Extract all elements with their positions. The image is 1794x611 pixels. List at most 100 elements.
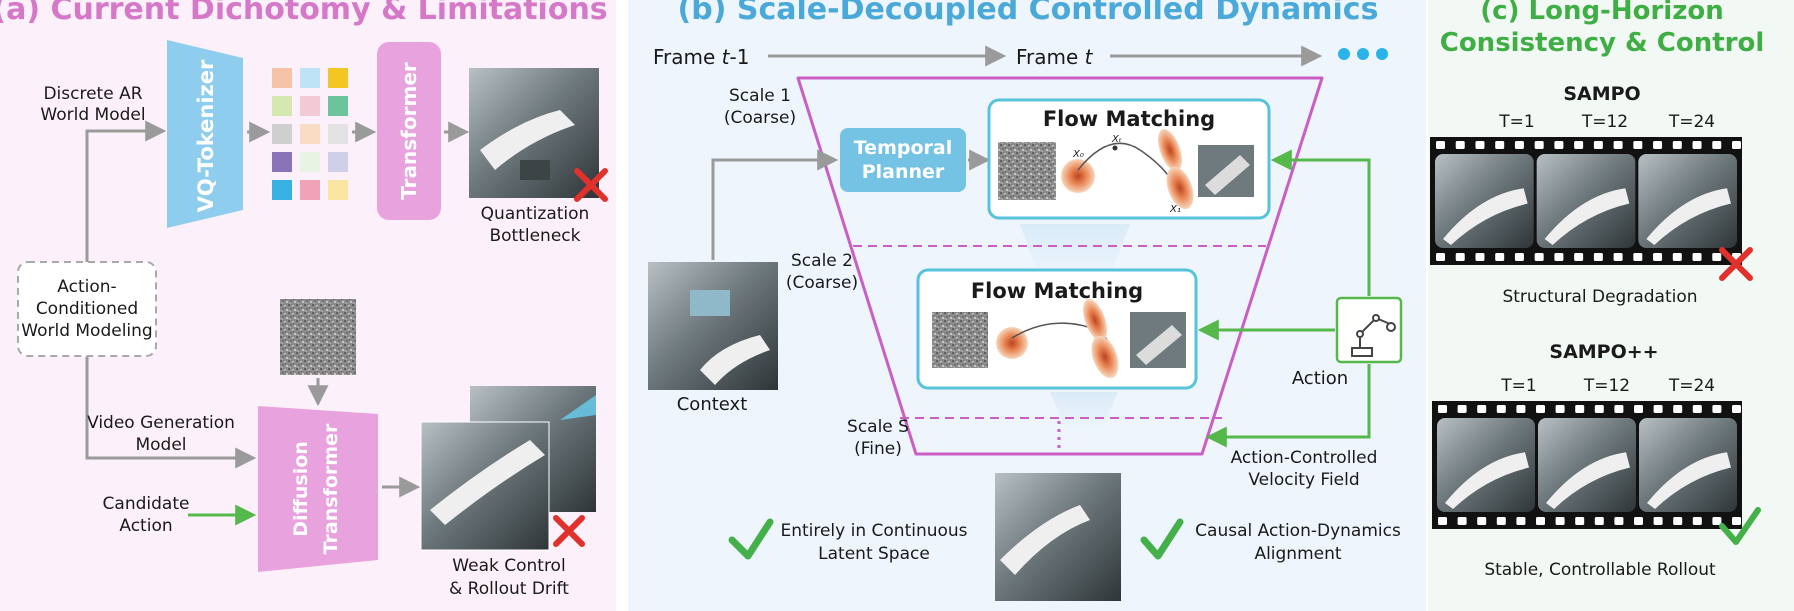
film-perforation <box>1673 405 1683 413</box>
token-cell <box>272 152 292 172</box>
film-perforation <box>1633 253 1643 261</box>
flow1-xt-label: Xₜ <box>1111 134 1122 145</box>
robot-arm-icon <box>1351 314 1396 357</box>
film-perforation <box>1575 405 1585 413</box>
film-perforation <box>1457 405 1467 413</box>
arrow-to-diffusion <box>85 357 257 469</box>
token-cell <box>300 124 320 144</box>
flow2-source-distribution <box>996 327 1028 359</box>
film-perforation <box>1455 141 1465 149</box>
film-perforation <box>1732 405 1741 413</box>
film-arm-shape <box>1647 452 1731 509</box>
film-perforation <box>1554 253 1564 261</box>
causal-alignment-label: Causal Action-Dynamics <box>1195 521 1401 541</box>
temporal-planner-label-2: Planner <box>862 161 945 183</box>
stable-rollout-label: Stable, Controllable Rollout <box>1484 560 1716 580</box>
film-arm-shape <box>1443 188 1528 245</box>
film-perforation <box>1495 141 1505 149</box>
frame-prev-label: Frame t-1 <box>653 45 749 69</box>
token-cell <box>328 124 348 144</box>
action-robot-box <box>1335 296 1403 364</box>
film-arm-shape <box>1546 452 1630 509</box>
flow1-noise-image <box>998 142 1056 200</box>
film-perforation <box>1672 253 1682 261</box>
film-perforation <box>1436 141 1445 149</box>
film-perforation <box>1496 517 1506 525</box>
transformer-label: Transformer <box>397 62 421 200</box>
funnel-shading-1 <box>1020 224 1130 280</box>
sampo-t1-label: T=1 <box>1498 112 1534 132</box>
film-perforation <box>1712 141 1722 149</box>
quantization-label-2: Bottleneck <box>489 226 580 246</box>
film-arm-shape <box>1646 188 1731 245</box>
flow2-target-mode-2 <box>1091 335 1119 379</box>
film-perforation <box>1594 405 1604 413</box>
cross-icon <box>574 168 608 202</box>
quantization-label: Quantization <box>481 204 590 224</box>
flow1-output-arm <box>1205 155 1250 195</box>
causal-alignment-label-2: Alignment <box>1254 544 1341 564</box>
film-perforation <box>1653 253 1663 261</box>
continuous-latent-label: Entirely in Continuous <box>780 521 967 541</box>
film-perforation <box>1673 517 1683 525</box>
sampopp-t1-label: T=1 <box>1500 376 1536 396</box>
film-perforation <box>1495 253 1505 261</box>
weak-control-label-2: & Rollout Drift <box>449 579 569 599</box>
film-perforation <box>1496 405 1506 413</box>
weak-control-label: Weak Control <box>452 556 565 576</box>
context-arm-shape <box>700 335 770 385</box>
film-perforation <box>1692 405 1702 413</box>
arrow-context-to-planner <box>711 149 839 260</box>
film-perforation <box>1574 141 1584 149</box>
film-perforation <box>1732 141 1741 149</box>
cross-icon-3 <box>1719 247 1753 281</box>
film-perforation <box>1475 141 1485 149</box>
film-perforation <box>1692 141 1702 149</box>
scaleS-label: Scale S <box>847 417 909 437</box>
flow2-output-arm <box>1136 325 1182 365</box>
context-label: Context <box>677 394 748 415</box>
diffusion-label-2: Transformer <box>320 423 342 554</box>
film-perforation <box>1534 253 1544 261</box>
sampo-t24-label: T=24 <box>1668 112 1715 132</box>
film-perforation <box>1438 405 1447 413</box>
film-perforation <box>1712 405 1722 413</box>
velocity-field-label-2: Velocity Field <box>1248 470 1359 490</box>
panel-c-title-2: Consistency & Control <box>1440 28 1765 58</box>
scale2-label-2: (Coarse) <box>786 273 858 293</box>
token-cell <box>328 96 348 116</box>
robot-arm-shape-2 <box>430 440 545 525</box>
candidate-action-label: Candidate <box>103 494 190 514</box>
ellipsis-icon <box>1338 48 1388 60</box>
film-perforation <box>1712 253 1722 261</box>
sampopp-t24-label: T=24 <box>1668 376 1715 396</box>
panel-b-title: (b) Scale-Decoupled Controlled Dynamics <box>678 0 1379 27</box>
temporal-planner-block <box>840 128 966 192</box>
token-cell <box>300 96 320 116</box>
temporal-planner-label: Temporal <box>854 137 952 159</box>
token-cell <box>328 152 348 172</box>
check-icon-3 <box>1719 507 1761 545</box>
diffusion-transformer-block <box>258 406 378 572</box>
film-perforation <box>1614 405 1624 413</box>
sampo-film-strip <box>1430 137 1742 265</box>
film-perforation <box>1477 517 1487 525</box>
scale1-label: Scale 1 <box>729 86 791 106</box>
structural-degradation-label: Structural Degradation <box>1502 287 1697 307</box>
action-conditioned-label-3: World Modeling <box>21 321 152 341</box>
film-arm-shape <box>1544 188 1630 245</box>
film-perforation <box>1672 141 1682 149</box>
film-perforation <box>1536 517 1545 525</box>
film-perforation <box>1555 517 1565 525</box>
token-cell <box>300 68 320 88</box>
flow-matching-title-2: Flow Matching <box>971 279 1143 303</box>
cross-icon-2 <box>553 515 585 547</box>
film-perforation <box>1554 141 1564 149</box>
vq-tokenizer-label: VQ-Tokenizer <box>194 59 218 212</box>
flow1-x1-label: X₁ <box>1169 204 1181 215</box>
film-perforation <box>1593 141 1603 149</box>
sampopp-t12-label: T=12 <box>1583 376 1630 396</box>
film-perforation <box>1555 405 1565 413</box>
